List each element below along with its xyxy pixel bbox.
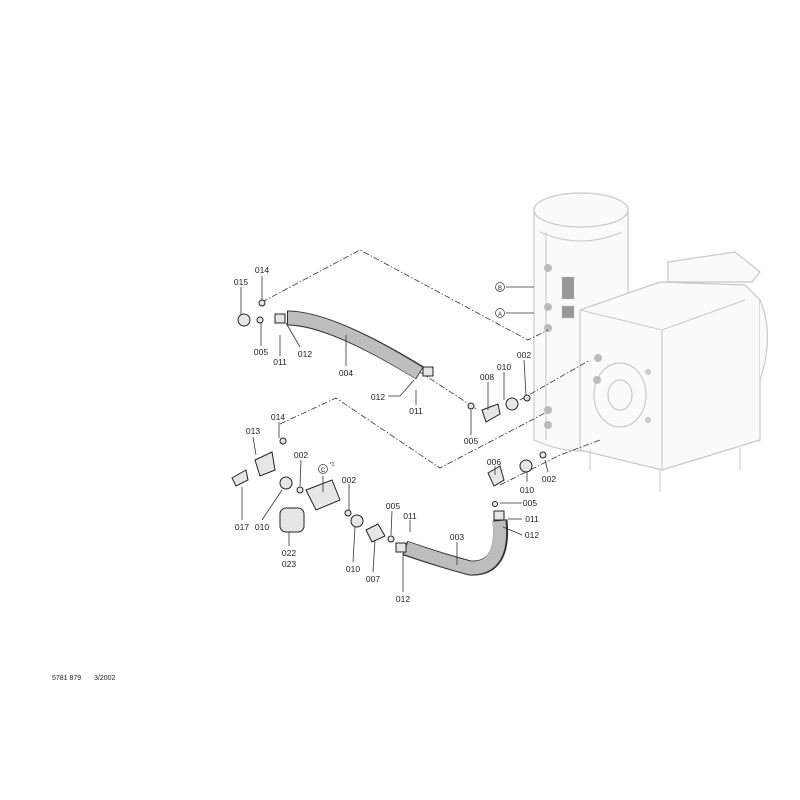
part-label: 012	[525, 530, 539, 540]
svg-text:*1: *1	[330, 462, 335, 468]
part-label: 006	[487, 457, 501, 467]
part-label: 002	[517, 350, 531, 360]
part-label: 005	[523, 498, 537, 508]
part-label: 003	[450, 532, 464, 542]
marker-b: B	[495, 282, 505, 292]
document-number: 5781 879	[52, 675, 81, 682]
part-label: 014	[255, 265, 269, 275]
part-label: 002	[294, 450, 308, 460]
part-label: 011	[525, 514, 539, 524]
tank-label-plate-b	[562, 277, 574, 299]
fittings	[231, 299, 547, 553]
part-label: 005	[464, 436, 478, 446]
boiler-unit	[579, 251, 769, 492]
part-label: 011	[403, 511, 417, 521]
part-label: 012	[371, 392, 385, 402]
part-label: 007	[366, 574, 380, 584]
leader-lines	[240, 276, 549, 592]
part-label: 002	[542, 474, 556, 484]
part-label: 010	[255, 522, 269, 532]
part-label: 013	[246, 426, 260, 436]
part-label: 011	[273, 357, 287, 367]
part-label: 012	[298, 349, 312, 359]
part-label: 023	[282, 559, 296, 569]
svg-text:C: C	[321, 468, 326, 474]
part-label: 008	[480, 372, 494, 382]
part-label: 017	[235, 522, 249, 532]
part-label: 010	[497, 362, 511, 372]
part-label: 002	[342, 475, 356, 485]
part-label: 022	[282, 548, 296, 558]
part-label: 005	[386, 501, 400, 511]
marker-a: A	[495, 308, 505, 318]
document-date: 3/2002	[94, 675, 116, 682]
part-label: 004	[339, 368, 353, 378]
svg-text:B: B	[498, 286, 502, 292]
part-label: 005	[254, 347, 268, 357]
part-label: 015	[234, 277, 248, 287]
tank-label-plate-a	[562, 306, 574, 318]
part-label: 012	[396, 594, 410, 604]
part-label: 011	[409, 406, 423, 416]
part-label: 014	[271, 412, 285, 422]
svg-text:A: A	[498, 312, 502, 318]
part-label: 010	[520, 485, 534, 495]
marker-c: C *1	[318, 462, 335, 474]
part-label: 010	[346, 564, 360, 574]
